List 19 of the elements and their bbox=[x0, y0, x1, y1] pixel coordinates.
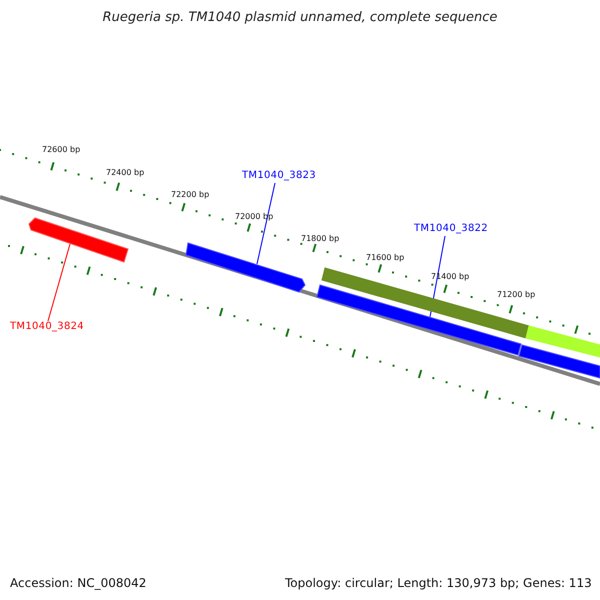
gene-label: TM1040_3822 bbox=[414, 224, 488, 234]
gene-feature bbox=[28, 217, 129, 263]
leader-line bbox=[48, 244, 70, 322]
title: Ruegeria sp. TM1040 plasmid unnamed, complete sequence bbox=[102, 11, 498, 24]
footer-text: Topology: circular; Length: 130,973 bp; Genes: 113 bbox=[285, 577, 592, 589]
gene-label: TM1040_3823 bbox=[242, 171, 316, 181]
footer-text: Accession: NC_008042 bbox=[10, 577, 146, 589]
tick-label: 71200 bp bbox=[497, 291, 536, 299]
tick-label: 72200 bp bbox=[171, 191, 210, 199]
leader-line bbox=[256, 182, 276, 264]
tick-label: 72600 bp bbox=[42, 146, 80, 154]
gene-feature bbox=[518, 344, 600, 379]
gene-label: TM1040_3824 bbox=[10, 322, 84, 332]
gene-feature bbox=[185, 242, 306, 293]
gene-feature bbox=[316, 284, 522, 356]
tick-label: 71600 bp bbox=[366, 254, 404, 262]
gene-feature bbox=[525, 325, 600, 358]
tick-label: 71800 bp bbox=[301, 235, 340, 243]
tick-label: 72400 bp bbox=[106, 169, 144, 177]
